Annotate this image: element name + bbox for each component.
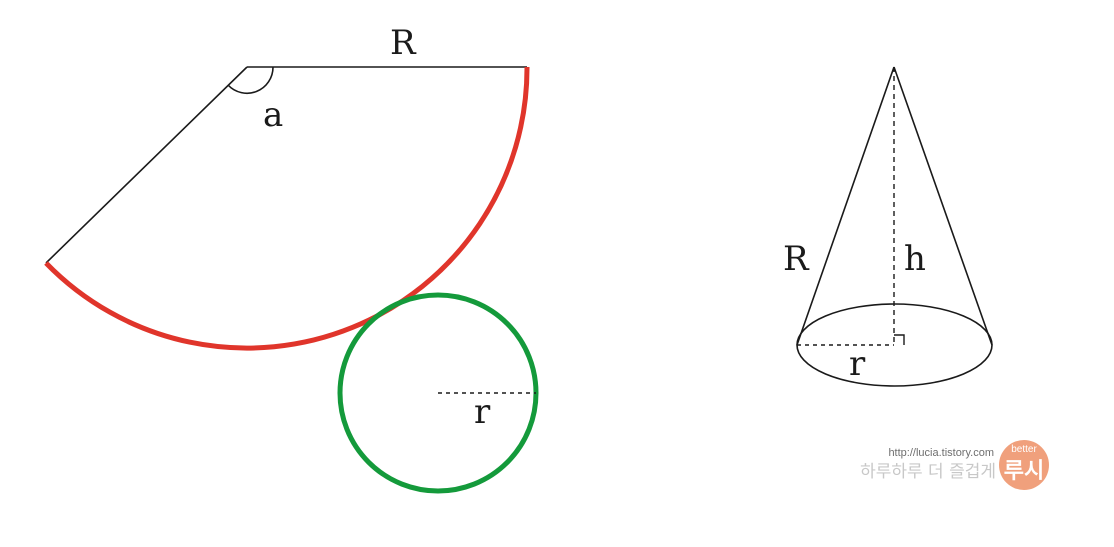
watermark-badge <box>999 440 1049 490</box>
cone-height-label: h <box>904 239 926 279</box>
cone: R h r <box>783 66 993 387</box>
cone-slant-right <box>893 66 993 346</box>
cone-base-radius-label: r <box>849 344 866 384</box>
watermark: http://lucia.tistory.com 하루하루 더 즐겁게 bett… <box>860 440 1049 490</box>
right-angle-mark <box>894 334 905 345</box>
sector-angle-label: a <box>263 95 283 135</box>
base-radius-label: r <box>474 392 491 432</box>
sector-radius-label: R <box>390 23 417 63</box>
watermark-url: http://lucia.tistory.com <box>888 447 994 459</box>
cone-net: R a r <box>44 23 539 494</box>
sector-radius-left <box>45 66 248 264</box>
watermark-badge-big-text: 루시 <box>1004 459 1044 484</box>
watermark-slogan: 하루하루 더 즐겁게 <box>860 462 996 482</box>
sector-arc <box>44 66 530 351</box>
angle-arc-mark <box>227 66 274 95</box>
watermark-badge-small-text: better <box>1011 444 1037 455</box>
cone-base-ellipse <box>796 303 993 387</box>
cone-slant-left <box>796 66 895 346</box>
cone-slant-label: R <box>783 239 810 279</box>
